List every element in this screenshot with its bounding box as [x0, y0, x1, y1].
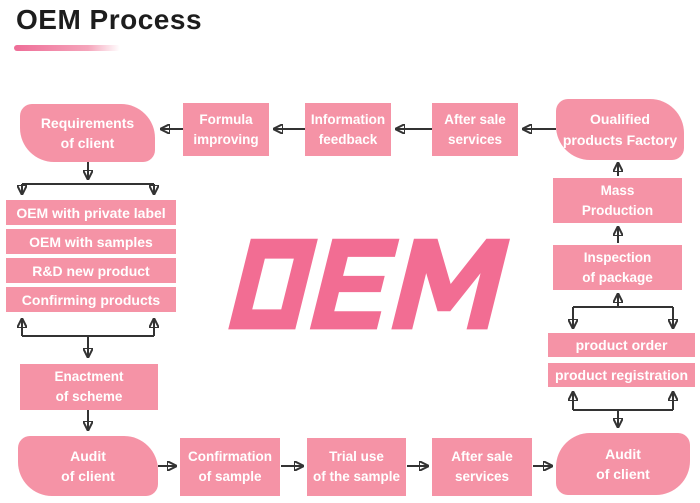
node-after-sale-services-bottom: After sale services [432, 438, 532, 496]
node-enactment-of-scheme: Enactment of scheme [20, 364, 158, 410]
node-product-order: product order [548, 333, 695, 357]
node-confirmation-of-sample: Confirmation of sample [180, 438, 280, 496]
node-qualified-products-factory: Oualified products Factory [556, 99, 684, 160]
node-oem-with-samples: OEM with samples [6, 229, 176, 254]
node-oem-with-private-label: OEM with private label [6, 200, 176, 225]
node-rd-new-product: R&D new product [6, 258, 176, 283]
node-trial-use-of-sample: Trial use of the sample [307, 438, 406, 496]
oem-logo-letter-m [391, 238, 510, 330]
node-formula-improving: Formula improving [183, 103, 269, 156]
node-after-sale-services-top: After sale services [432, 103, 518, 156]
node-information-feedback: Information feedback [305, 103, 391, 156]
node-confirming-products: Confirming products [6, 287, 176, 312]
node-audit-of-client-right: Audit of client [556, 433, 690, 495]
node-requirements-of-client: Requirements of client [20, 104, 155, 162]
node-product-registration: product registration [548, 363, 695, 387]
node-inspection-of-package: Inspection of package [553, 245, 682, 290]
node-mass-production: Mass Production [553, 178, 682, 223]
oem-logo-letter-o [228, 238, 318, 330]
oem-logo [228, 238, 510, 330]
node-audit-of-client-left: Audit of client [18, 436, 158, 496]
page-title: OEM Process [16, 4, 203, 35]
title-underline [14, 45, 120, 51]
oem-logo-letter-e [309, 238, 400, 330]
